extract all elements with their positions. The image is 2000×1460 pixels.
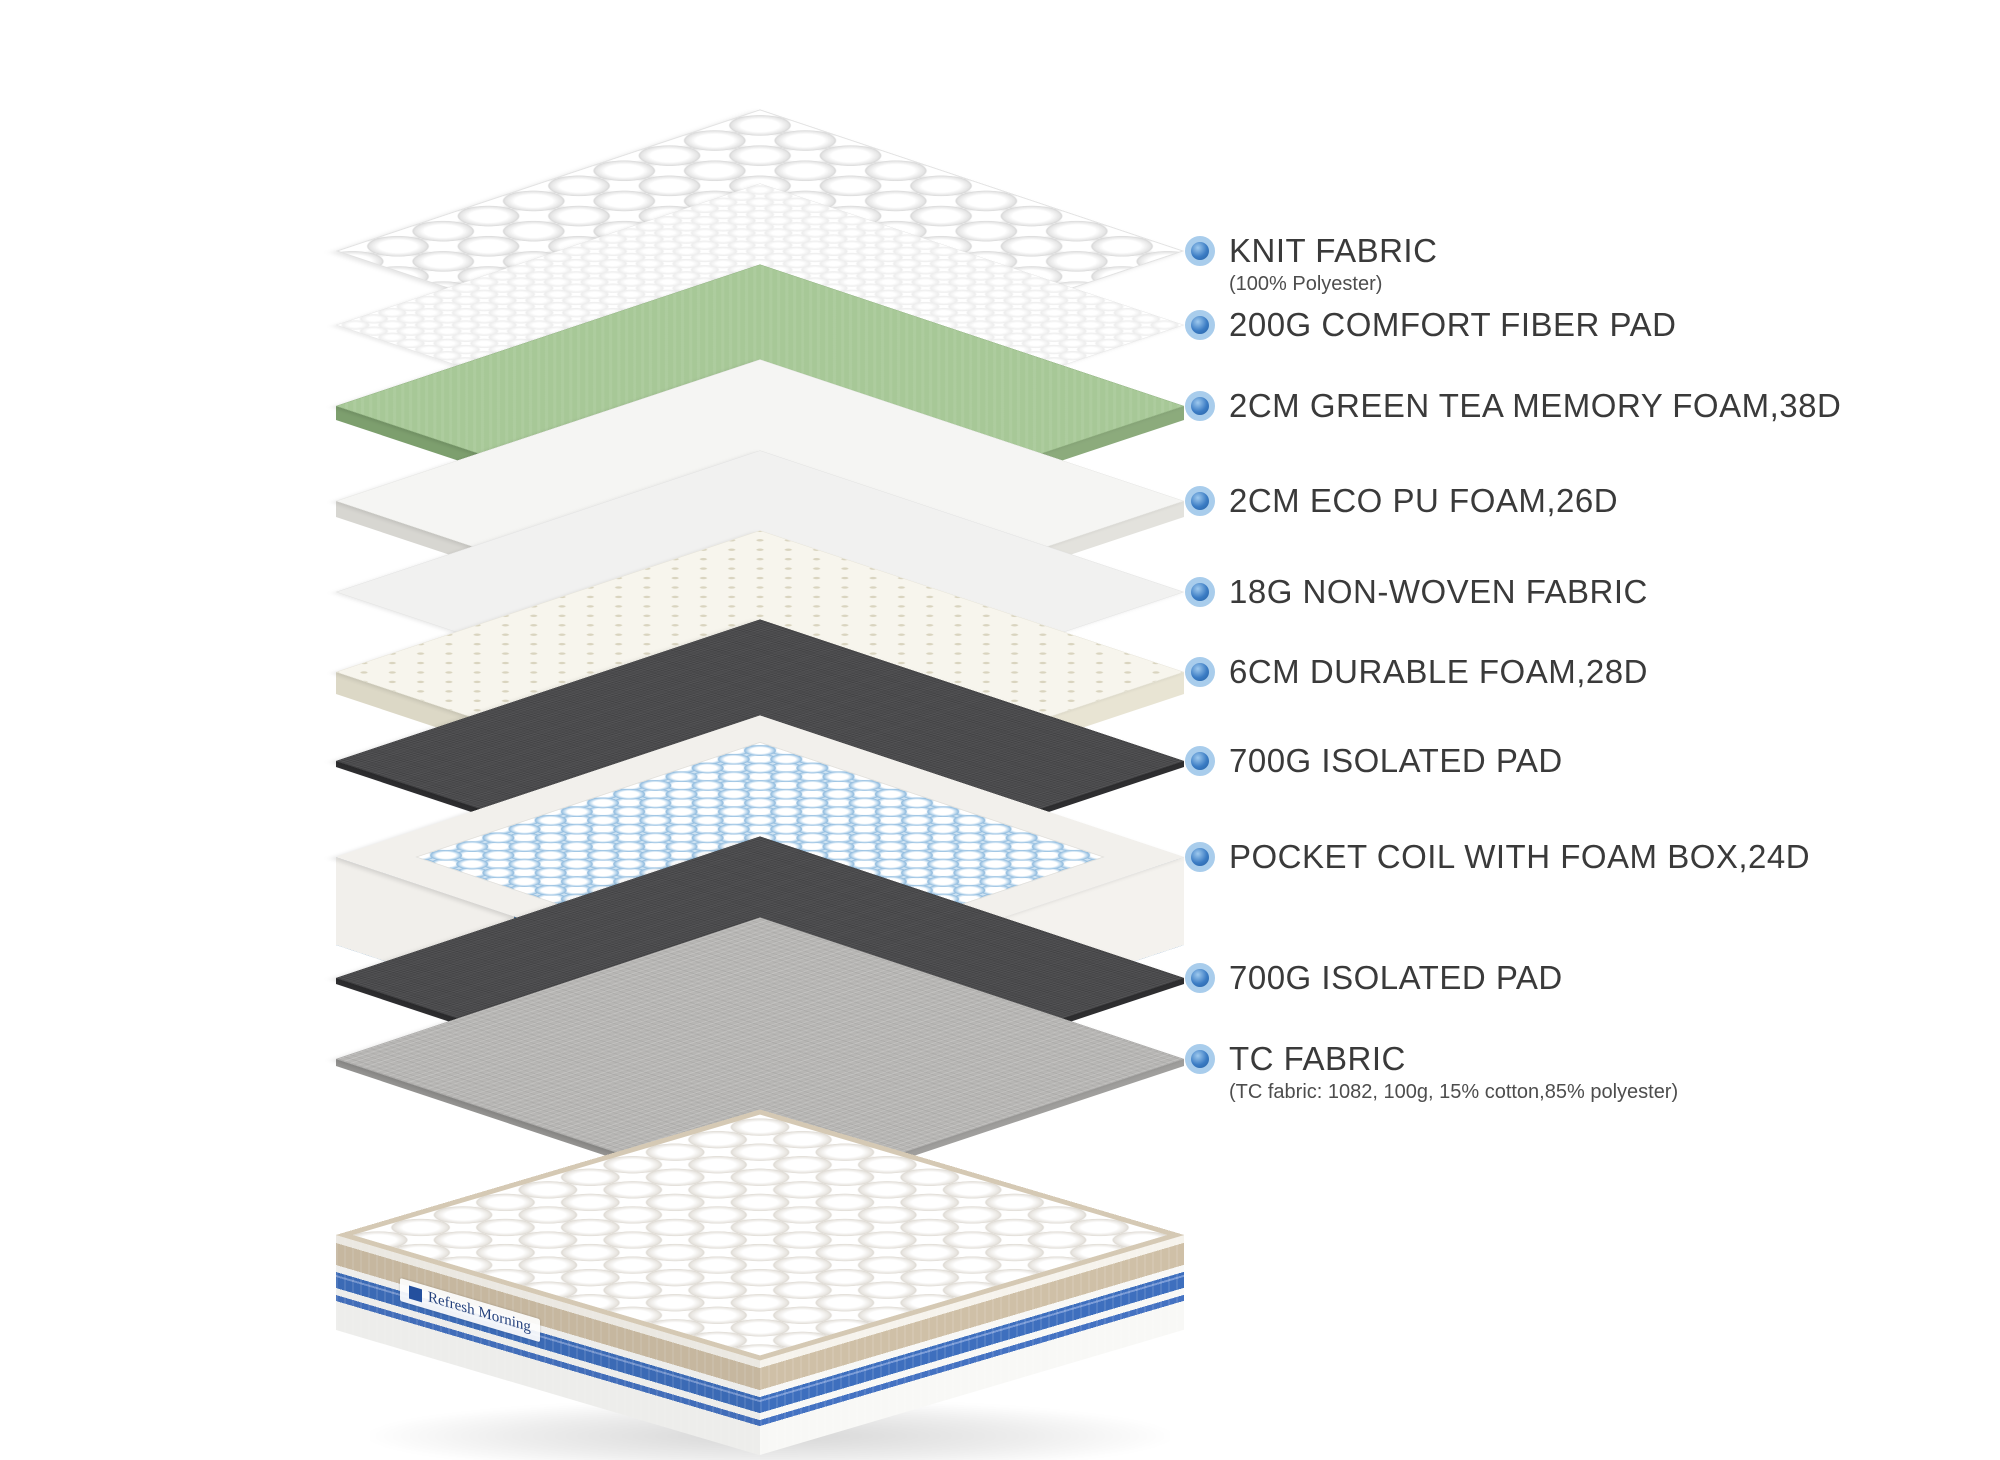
marker-dot-icon [1185,310,1215,340]
layer-label: 18G NON-WOVEN FABRIC [1229,573,1648,610]
marker-dot-icon [1185,236,1215,266]
callout-pocket-coil: POCKET COIL WITH FOAM BOX,24D [1185,838,1811,875]
layer-label: 2CM GREEN TEA MEMORY FOAM,38D [1229,387,1842,424]
brand-name: Refresh Morning [428,1289,531,1336]
callout-tc-fabric: TC FABRIC (TC fabric: 1082, 100g, 15% co… [1185,1040,1679,1105]
layer-label: 700G ISOLATED PAD [1229,742,1563,779]
marker-dot-icon [1185,842,1215,872]
marker-dot-icon [1185,657,1215,687]
brand-logo-icon [409,1285,422,1303]
layer-label: 2CM ECO PU FOAM,26D [1229,482,1619,519]
marker-dot-icon [1185,746,1215,776]
layer-label: TC FABRIC [1229,1040,1406,1077]
callout-isolated-pad-top: 700G ISOLATED PAD [1185,742,1563,779]
callout-eco-pu-foam: 2CM ECO PU FOAM,26D [1185,482,1619,519]
marker-dot-icon [1185,963,1215,993]
callout-isolated-pad-bottom: 700G ISOLATED PAD [1185,959,1563,996]
layer-label: 6CM DURABLE FOAM,28D [1229,653,1648,690]
layer-label: POCKET COIL WITH FOAM BOX,24D [1229,838,1811,875]
layer-sublabel: (100% Polyester) [1229,273,1383,295]
layer-label: 200G COMFORT FIBER PAD [1229,306,1677,343]
marker-dot-icon [1185,391,1215,421]
layer-sublabel: (TC fabric: 1082, 100g, 15% cotton,85% p… [1229,1081,1679,1103]
callout-green-tea-memory-foam: 2CM GREEN TEA MEMORY FOAM,38D [1185,387,1842,424]
marker-dot-icon [1185,577,1215,607]
callout-non-woven-fabric: 18G NON-WOVEN FABRIC [1185,573,1648,610]
marker-dot-icon [1185,1044,1215,1074]
callout-comfort-fiber-pad: 200G COMFORT FIBER PAD [1185,306,1677,343]
layer-label: KNIT FABRIC [1229,232,1438,269]
layer-label: 700G ISOLATED PAD [1229,959,1563,996]
marker-dot-icon [1185,486,1215,516]
callout-durable-foam: 6CM DURABLE FOAM,28D [1185,653,1648,690]
callout-knit-fabric: KNIT FABRIC (100% Polyester) [1185,232,1438,297]
